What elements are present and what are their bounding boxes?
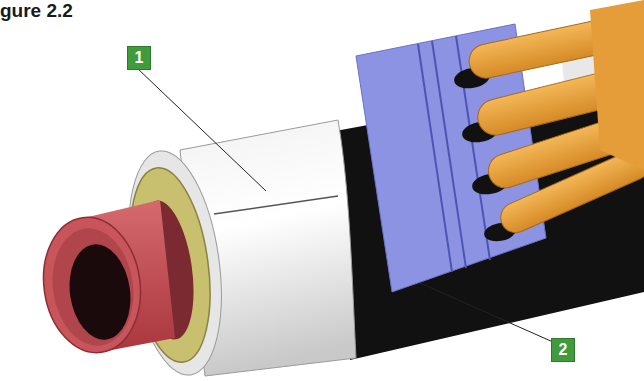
pipe-bore bbox=[64, 240, 137, 343]
glove-palm bbox=[590, 0, 644, 170]
pipe-inner-wall bbox=[45, 223, 141, 351]
figure-title: gure 2.2 bbox=[0, 0, 73, 22]
callout-number: 2 bbox=[551, 338, 575, 362]
jacket-seam bbox=[214, 196, 338, 214]
sheet-groove bbox=[418, 44, 452, 272]
leader-line bbox=[420, 283, 553, 342]
leader-line bbox=[137, 68, 266, 191]
pipe-end bbox=[35, 211, 149, 359]
callout-number: 1 bbox=[127, 46, 151, 70]
